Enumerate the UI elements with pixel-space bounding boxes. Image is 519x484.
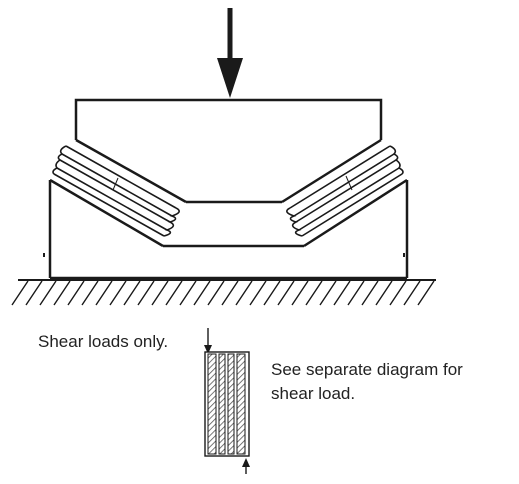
ground-hatch-line: [305, 280, 323, 306]
load-arrow: [217, 8, 243, 98]
ground-hatch-line: [235, 280, 253, 306]
caption-see-separate: See separate diagram for shear load.: [271, 358, 463, 406]
ground-hatch-line: [193, 280, 211, 306]
ground-hatch-line: [11, 280, 29, 306]
ground-hatch-line: [95, 280, 113, 306]
ground-hatch-line: [151, 280, 169, 306]
ground-hatch-line: [361, 280, 379, 306]
ground-hatch-line: [109, 280, 127, 306]
ground-hatch-line: [319, 280, 337, 306]
ground-hatch-line: [137, 280, 155, 306]
right-elastomer-pack: [286, 145, 404, 237]
ground-hatch-line: [67, 280, 85, 306]
ground-hatch-line: [277, 280, 295, 306]
ground-hatch-line: [53, 280, 71, 306]
ground-hatch-line: [333, 280, 351, 306]
ground-hatch-line: [81, 280, 99, 306]
ground-hatch-line: [403, 280, 421, 306]
ground-hatch-line: [347, 280, 365, 306]
shear-element: [204, 328, 250, 474]
ground-hatch-line: [291, 280, 309, 306]
ground: [11, 279, 436, 306]
caption-see-separate-line2: shear load.: [271, 384, 356, 403]
ground-hatch-line: [207, 280, 225, 306]
ground-hatch-line: [389, 280, 407, 306]
ground-hatch-line: [417, 280, 435, 306]
caption-shear-only: Shear loads only.: [38, 332, 169, 351]
ground-hatch-line: [221, 280, 239, 306]
ground-hatch-line: [25, 280, 43, 306]
base-frame: [43, 178, 409, 280]
ground-hatch-line: [165, 280, 183, 306]
ground-hatch-line: [375, 280, 393, 306]
ground-hatch-line: [179, 280, 197, 306]
ground-hatch-line: [39, 280, 57, 306]
upper-plate: [74, 98, 383, 204]
ground-hatch-line: [263, 280, 281, 306]
ground-hatch-line: [123, 280, 141, 306]
left-elastomer-pack: [52, 145, 180, 237]
ground-hatch-line: [249, 280, 267, 306]
caption-see-separate-line1: See separate diagram for: [271, 360, 463, 379]
